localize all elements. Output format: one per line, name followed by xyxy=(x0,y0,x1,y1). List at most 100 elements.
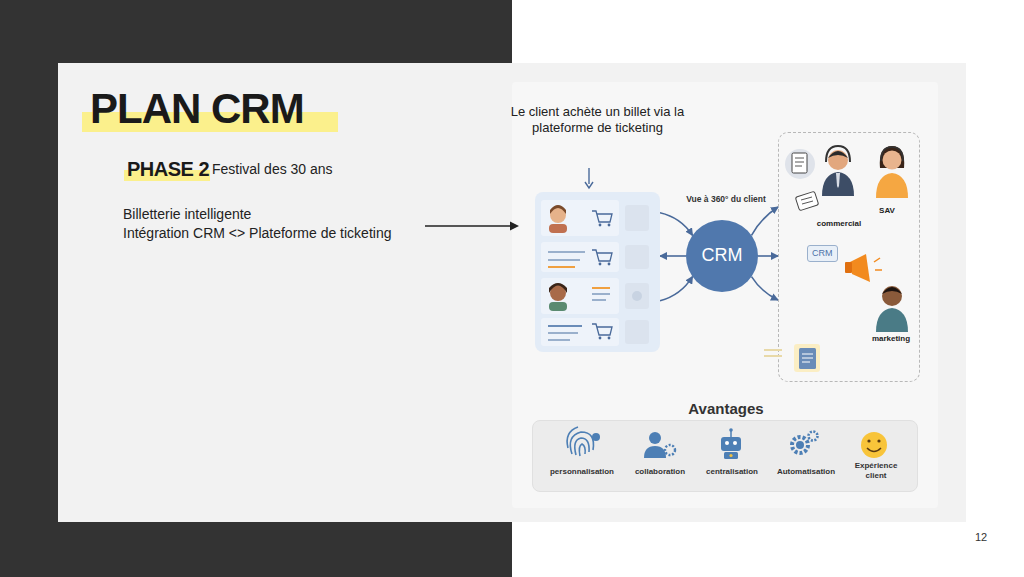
text-line xyxy=(548,325,582,327)
report xyxy=(799,348,816,369)
text-line xyxy=(548,339,570,341)
ticketing-panel: Le client achète un billet via la platef… xyxy=(535,192,660,352)
text-line xyxy=(548,251,585,253)
avatar xyxy=(550,285,566,301)
document-line xyxy=(795,158,804,159)
report-line xyxy=(802,358,813,359)
robot-eye xyxy=(733,441,737,445)
document-line xyxy=(795,166,802,167)
text-line xyxy=(548,266,575,268)
text-line xyxy=(548,332,578,334)
cart-wheel xyxy=(599,263,602,266)
band-heading: Avantages xyxy=(533,400,919,418)
avatar-body xyxy=(549,224,567,233)
advantage-icons xyxy=(567,427,887,459)
commercial-body xyxy=(822,172,854,196)
advantage-label: Automatisation xyxy=(768,467,844,477)
report-line xyxy=(802,354,813,355)
advantage-label: centralisation xyxy=(696,467,768,477)
pointer-arrow-line xyxy=(425,225,512,227)
gear-large-hub xyxy=(796,441,804,449)
headset xyxy=(881,147,903,161)
gear-small xyxy=(665,445,675,455)
role-label: commercial xyxy=(811,219,867,229)
cart-wheel xyxy=(599,337,602,340)
cart-wheel xyxy=(608,337,611,340)
connector xyxy=(660,255,686,257)
slide-title: PLAN CRM xyxy=(90,88,304,130)
headset xyxy=(826,146,850,162)
side-dot xyxy=(632,291,642,301)
side-square xyxy=(625,320,649,344)
gear-small xyxy=(809,432,818,441)
team-box: SAVcommercialCRMmarketing xyxy=(778,132,920,382)
text-line xyxy=(592,293,610,295)
robot-antenna xyxy=(730,431,732,437)
smiley-eye xyxy=(867,439,870,442)
connector xyxy=(758,255,778,257)
note xyxy=(795,191,818,210)
person-head xyxy=(649,432,661,444)
document-badge xyxy=(785,149,815,179)
advantages-band: Avantagespersonnalisationcollaborationce… xyxy=(532,420,918,492)
sav-hair xyxy=(880,146,905,168)
robot-light xyxy=(729,454,732,457)
smiley-mouth xyxy=(867,448,881,452)
document-line xyxy=(795,162,804,163)
advantage-label: Expérience client xyxy=(848,461,904,480)
robot-body xyxy=(724,452,738,459)
label: Vue à 360° du client xyxy=(670,194,782,204)
note-line xyxy=(801,197,812,200)
text-line xyxy=(592,299,606,301)
commercial-head xyxy=(828,150,848,170)
megaphone-ray xyxy=(875,269,882,271)
commercial-hair xyxy=(828,151,848,158)
cart-wheel xyxy=(599,224,602,227)
megaphone xyxy=(850,254,870,282)
gear-large xyxy=(792,437,808,453)
sav-body xyxy=(876,173,908,198)
card xyxy=(541,278,619,314)
smiley-face xyxy=(861,432,887,458)
label: Festival des 30 ans xyxy=(212,161,333,178)
side-square xyxy=(625,205,649,231)
team-icons xyxy=(764,146,908,372)
role-label: marketing xyxy=(863,334,919,344)
label: Intégration CRM <> Plateforme de ticketi… xyxy=(123,225,391,242)
advantage-label: personnalisation xyxy=(542,467,622,477)
connector xyxy=(660,213,693,236)
label: Billetterie intelligente xyxy=(123,206,251,223)
cart-icon xyxy=(592,211,612,222)
marketing-head xyxy=(882,286,902,306)
advantage-label: collaboration xyxy=(624,467,696,477)
smiley-eye xyxy=(877,439,880,442)
down-arrow-head xyxy=(585,182,593,188)
avatar-body xyxy=(549,302,567,311)
list-line xyxy=(764,355,782,357)
card xyxy=(541,242,619,272)
connector xyxy=(752,207,779,235)
pointer-arrow-head xyxy=(510,222,519,231)
robot-eye xyxy=(725,441,729,445)
avatar-hair xyxy=(549,283,567,293)
megaphone-ray xyxy=(874,258,880,262)
connector xyxy=(660,277,693,301)
down-arrow-line xyxy=(588,168,589,184)
list-line xyxy=(764,349,782,351)
side-square xyxy=(625,245,649,269)
sav-head xyxy=(883,151,902,170)
crm-circle: CRM xyxy=(686,220,758,292)
crm-bubble: CRM xyxy=(807,245,838,262)
card xyxy=(541,200,619,236)
fingerprint-dot xyxy=(592,433,600,441)
crm-label: CRM xyxy=(686,220,758,292)
avatar xyxy=(550,207,566,223)
text-line xyxy=(548,259,580,261)
report-card xyxy=(794,344,820,372)
ticket-cards xyxy=(541,200,649,346)
robot-antenna-tip xyxy=(729,428,733,432)
cart-wheel xyxy=(608,224,611,227)
cart-icon xyxy=(592,250,612,261)
